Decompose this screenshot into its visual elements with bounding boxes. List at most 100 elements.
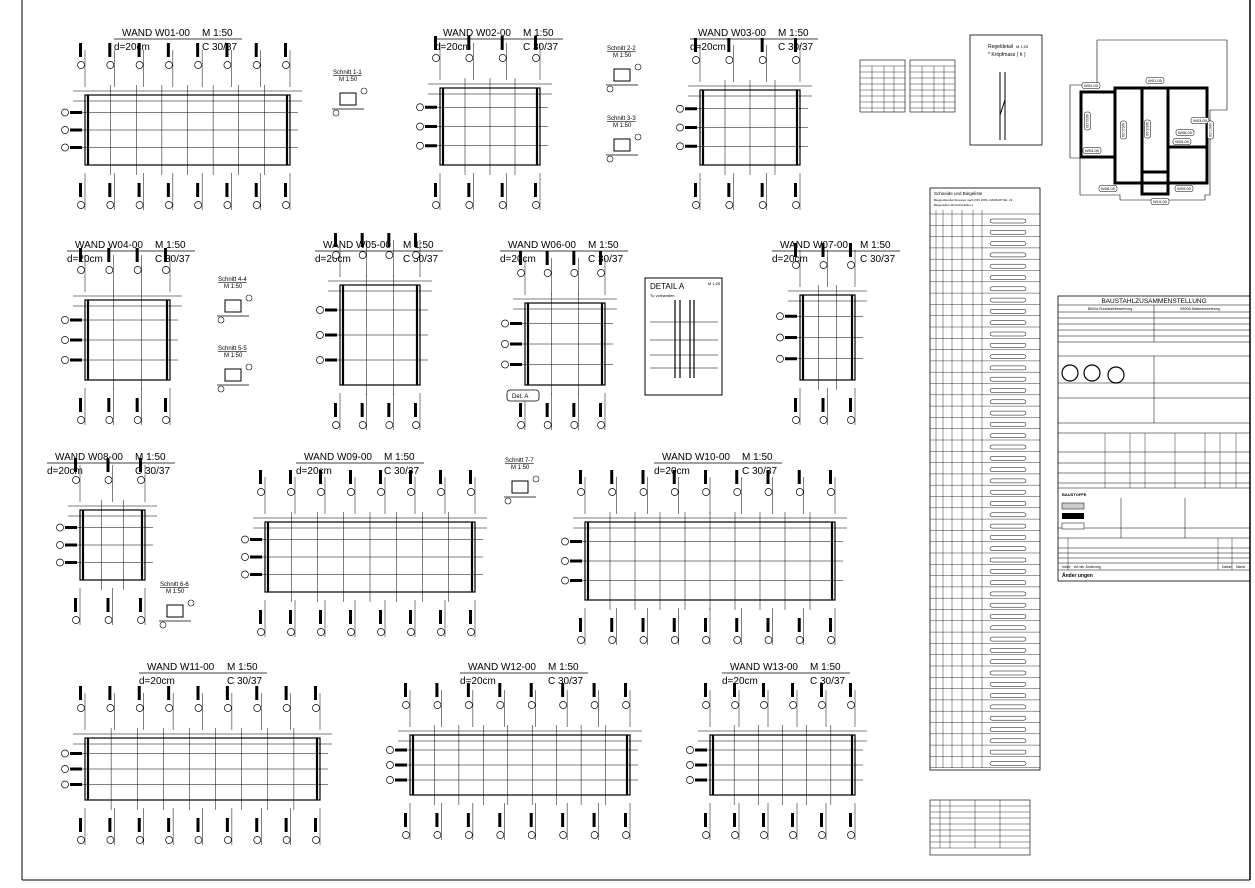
bar-shape bbox=[989, 286, 1027, 292]
wall-label: C 30/37 bbox=[202, 42, 237, 53]
position-marker bbox=[106, 704, 115, 712]
bar-shape bbox=[989, 467, 1027, 472]
bar-label bbox=[510, 342, 522, 346]
section-title: Schnitt 3-3 bbox=[607, 116, 636, 122]
bar-label bbox=[425, 105, 437, 109]
bar-label bbox=[794, 243, 797, 257]
position-marker bbox=[792, 56, 800, 64]
position-marker bbox=[257, 488, 265, 496]
position-marker bbox=[72, 616, 80, 624]
bar-label bbox=[387, 403, 391, 417]
wall-label: d=20cm bbox=[315, 254, 351, 265]
bar-label bbox=[439, 470, 442, 484]
bar-label bbox=[137, 183, 141, 197]
section-scale: M 1:50 bbox=[339, 77, 358, 83]
position-marker bbox=[676, 123, 684, 132]
position-marker bbox=[792, 416, 800, 424]
position-marker bbox=[56, 541, 64, 549]
bar-label bbox=[325, 358, 337, 362]
position-marker bbox=[61, 356, 69, 364]
position-marker bbox=[316, 306, 324, 314]
wall-label: WAND W05-00 bbox=[323, 240, 391, 251]
position-marker bbox=[543, 269, 552, 277]
section-6: Schnitt 6-6M 1:50 bbox=[159, 582, 195, 629]
position-marker bbox=[608, 636, 617, 644]
wall-label: WAND W01-00 bbox=[122, 28, 190, 39]
bar-label bbox=[107, 398, 111, 412]
position-marker bbox=[402, 831, 410, 839]
bar-label bbox=[439, 610, 442, 624]
svg-text:W01-00: W01-00 bbox=[1148, 78, 1163, 83]
section-title: Schnitt 5-5 bbox=[218, 346, 247, 352]
wall-label: C 30/37 bbox=[155, 254, 190, 265]
position-marker bbox=[332, 421, 340, 429]
bar-label bbox=[510, 322, 522, 325]
bar-label bbox=[572, 251, 576, 265]
bar-label bbox=[435, 813, 439, 827]
bar-label bbox=[572, 403, 576, 417]
position-marker bbox=[56, 558, 64, 567]
bar-label bbox=[579, 470, 582, 484]
bar-label bbox=[704, 813, 707, 827]
position-marker bbox=[106, 201, 115, 209]
position-marker bbox=[608, 488, 617, 496]
keyplan-label: W07-00 bbox=[1207, 120, 1214, 140]
wall-label: WAND W02-00 bbox=[443, 28, 511, 39]
position-marker bbox=[386, 746, 394, 754]
wall-label: M 1:50 bbox=[548, 662, 579, 673]
bar-label bbox=[570, 579, 582, 582]
bar-shape bbox=[989, 659, 1027, 664]
position-marker bbox=[316, 356, 324, 364]
keyplan-label: W11-00 bbox=[1084, 111, 1091, 131]
bar-label bbox=[610, 470, 614, 484]
bar-shape bbox=[989, 557, 1027, 563]
wall-label: C 30/37 bbox=[810, 676, 845, 687]
bar-label bbox=[164, 398, 167, 412]
bar-shape bbox=[989, 625, 1027, 631]
change-col-type: Art der Änderung bbox=[1074, 565, 1101, 569]
position-marker bbox=[61, 749, 69, 758]
bar-label bbox=[325, 308, 337, 312]
bar-label bbox=[314, 818, 317, 832]
position-marker bbox=[402, 701, 410, 709]
bar-label bbox=[70, 111, 82, 114]
bar-label bbox=[529, 813, 533, 827]
wall-label: WAND W03-00 bbox=[698, 28, 766, 39]
bar-label bbox=[284, 818, 288, 832]
bar-label bbox=[79, 818, 82, 832]
position-marker bbox=[532, 54, 540, 62]
position-marker bbox=[847, 416, 855, 424]
position-marker bbox=[61, 108, 69, 117]
position-marker bbox=[789, 701, 797, 709]
bar-label bbox=[106, 598, 110, 612]
bar-shape bbox=[989, 693, 1027, 698]
position-marker bbox=[165, 201, 173, 209]
position-marker bbox=[847, 831, 855, 839]
position-marker bbox=[137, 476, 145, 484]
bar-label bbox=[70, 752, 82, 755]
bar-label bbox=[70, 783, 82, 786]
position-marker bbox=[317, 628, 325, 636]
bar-label bbox=[250, 538, 262, 541]
bar-shape bbox=[989, 218, 1027, 224]
bar-label bbox=[166, 43, 170, 57]
position-marker bbox=[165, 836, 173, 844]
bar-shape bbox=[989, 399, 1027, 405]
section-title: Schnitt 6-6 bbox=[160, 582, 189, 588]
bar-shape bbox=[989, 456, 1027, 461]
title-block: BAUSTAHLZUSAMMENSTELLUNG B500A Rundstahl… bbox=[1057, 295, 1251, 582]
position-marker bbox=[670, 488, 679, 496]
position-marker bbox=[496, 831, 505, 839]
bar-label bbox=[284, 183, 287, 197]
position-marker bbox=[416, 122, 424, 131]
bar-label bbox=[404, 813, 407, 827]
wall-label: WAND W12-00 bbox=[468, 662, 536, 673]
bar-label bbox=[106, 458, 110, 472]
bar-label bbox=[137, 43, 141, 57]
position-marker bbox=[760, 701, 768, 709]
position-marker bbox=[597, 421, 605, 429]
